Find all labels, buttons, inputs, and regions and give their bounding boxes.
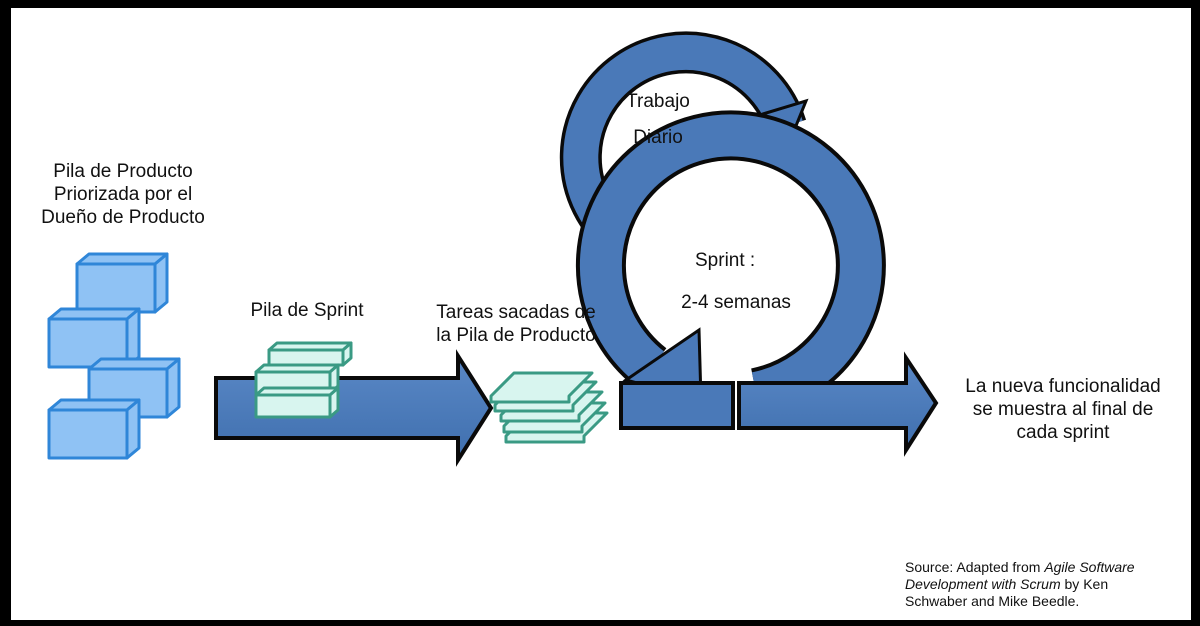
source-book-part1: Agile Software [1044, 559, 1135, 575]
output-line3: cada sprint [1016, 422, 1110, 443]
scrum-diagram-graphic [47, 31, 939, 467]
daily-work-label: Trabajo Diario [617, 84, 699, 156]
output-line1: La nueva funcionalidad [965, 376, 1161, 397]
source-line3: Schwaber and Mike Beedle. [905, 593, 1080, 609]
sprint-line1: Sprint : [695, 250, 756, 271]
output-line2: se muestra al final de [972, 399, 1154, 420]
daily-work-line1: Trabajo [626, 91, 690, 112]
product-backlog-line2: Priorizada por el [53, 184, 193, 205]
source-book-part2: Development with Scrum [905, 576, 1061, 592]
source-prefix: Source: Adapted from [905, 559, 1045, 575]
product-backlog-line3: Dueño de Producto [41, 207, 205, 228]
tasks-line2: la Pila de Producto [436, 325, 596, 346]
sprint-backlog-blocks [254, 341, 353, 419]
diagram-canvas: Pila de Producto Priorizada por el Dueño… [11, 8, 1191, 620]
tasks-line1: Tareas sacadas de [436, 302, 596, 323]
product-backlog-label: Pila de Producto Priorizada por el Dueño… [33, 160, 213, 229]
task-stack [489, 371, 609, 444]
sprint-label: Sprint : 2-4 semanas [651, 240, 821, 324]
product-backlog-line1: Pila de Producto [53, 161, 193, 182]
daily-work-line2: Diario [633, 127, 683, 148]
sprint-entry-bar [619, 381, 735, 430]
source-line2: Development with Scrum by Ken [905, 576, 1135, 593]
sprint-backlog-label: Pila de Sprint [250, 300, 364, 321]
sprint-line2: 2-4 semanas [681, 292, 791, 313]
source-citation: Source: Adapted from Agile Software Deve… [905, 559, 1135, 610]
product-backlog-blocks [47, 252, 181, 460]
tasks-label: Tareas sacadas de la Pila de Producto [423, 301, 609, 347]
source-line1: Source: Adapted from Agile Software [905, 559, 1135, 576]
output-arrow [737, 351, 939, 457]
source-suffix: by Ken [1060, 576, 1109, 592]
output-label: La nueva funcionalidad se muestra al fin… [948, 375, 1178, 444]
